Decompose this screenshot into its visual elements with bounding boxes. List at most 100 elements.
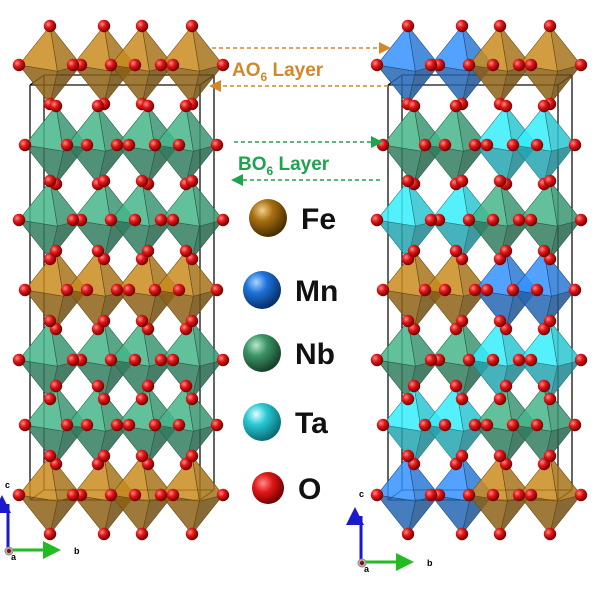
oxygen-atom bbox=[493, 19, 507, 33]
oxygen-atom bbox=[172, 418, 186, 432]
oxygen-atom bbox=[60, 283, 74, 297]
oxygen-atom bbox=[166, 213, 180, 227]
oxygen-atom bbox=[154, 353, 168, 367]
oxygen-atom bbox=[154, 213, 168, 227]
oxygen-atom bbox=[401, 392, 415, 406]
legend-label-mn: Mn bbox=[295, 275, 338, 308]
oxygen-atom bbox=[135, 449, 149, 463]
ao6-layer-label: AO6 Layer bbox=[232, 60, 324, 84]
oxygen-atom bbox=[524, 213, 538, 227]
oxygen-atom bbox=[49, 244, 63, 258]
oxygen-atom bbox=[462, 353, 476, 367]
oxygen-atom bbox=[493, 314, 507, 328]
octahedron bbox=[160, 179, 224, 260]
oxygen-atom bbox=[493, 174, 507, 188]
oxygen-atom bbox=[455, 174, 469, 188]
octahedron bbox=[66, 249, 130, 330]
octahedron bbox=[154, 104, 218, 185]
oxygen-atom bbox=[66, 353, 80, 367]
oxygen-atom bbox=[135, 527, 149, 541]
oxygen-atom bbox=[179, 379, 193, 393]
oxygen-atom bbox=[462, 213, 476, 227]
bo6-layer-label: BO6 Layer bbox=[238, 154, 330, 178]
oxygen-atom bbox=[537, 244, 551, 258]
oxygen-atom bbox=[185, 392, 199, 406]
oxygen-atom bbox=[110, 283, 124, 297]
oxygen-atom bbox=[424, 353, 438, 367]
oxygen-atom bbox=[43, 392, 57, 406]
octahedron bbox=[66, 104, 130, 185]
octahedron bbox=[18, 24, 82, 105]
ao6-layer-annotation: AO6 Layer bbox=[209, 42, 391, 92]
oxygen-atom bbox=[12, 213, 26, 227]
octahedron bbox=[110, 454, 174, 535]
legend-item-nb: Nb bbox=[243, 334, 335, 372]
legend-label-o: O bbox=[298, 473, 321, 506]
oxygen-atom bbox=[97, 174, 111, 188]
octahedron-face bbox=[191, 359, 224, 400]
oxygen-atom bbox=[210, 138, 224, 152]
oxygen-atom bbox=[128, 353, 142, 367]
oxygen-atom bbox=[438, 283, 452, 297]
oxygen-atom bbox=[438, 138, 452, 152]
oxygen-atom bbox=[568, 138, 582, 152]
oxygen-atom bbox=[455, 314, 469, 328]
oxygen-atom bbox=[154, 58, 168, 72]
octahedron bbox=[512, 384, 576, 465]
oxygen-atom bbox=[210, 418, 224, 432]
oxygen-atom bbox=[407, 99, 421, 113]
octahedron-face bbox=[549, 64, 582, 105]
oxygen-atom bbox=[424, 58, 438, 72]
oxygen-atom bbox=[468, 283, 482, 297]
oxygen-atom bbox=[135, 19, 149, 33]
fe-atom-swatch bbox=[249, 199, 287, 237]
oxygen-atom bbox=[493, 392, 507, 406]
oxygen-atom bbox=[128, 213, 142, 227]
oxygen-atom bbox=[449, 244, 463, 258]
octahedron bbox=[468, 24, 532, 105]
oxygen-atom bbox=[524, 58, 538, 72]
oxygen-atom bbox=[216, 213, 230, 227]
legend-item-ta: Ta bbox=[243, 403, 328, 441]
oxygen-atom bbox=[141, 379, 155, 393]
oxygen-atom bbox=[455, 449, 469, 463]
octahedron bbox=[468, 454, 532, 535]
oxygen-atom bbox=[530, 283, 544, 297]
octahedron-face bbox=[549, 219, 582, 260]
oxygen-atom bbox=[128, 488, 142, 502]
oxygen-atom bbox=[401, 314, 415, 328]
oxygen-atom bbox=[97, 527, 111, 541]
ta-atom-swatch bbox=[243, 403, 281, 441]
octahedron-face bbox=[543, 144, 576, 185]
oxygen-atom bbox=[486, 353, 500, 367]
oxygen-atom bbox=[179, 99, 193, 113]
oxygen-atom bbox=[18, 418, 32, 432]
oxygen-atom bbox=[104, 58, 118, 72]
oxygen-atom bbox=[43, 19, 57, 33]
oxygen-atom bbox=[141, 244, 155, 258]
legend-item-fe: Fe bbox=[249, 199, 336, 237]
oxygen-atom bbox=[60, 138, 74, 152]
oxygen-atom bbox=[80, 138, 94, 152]
oxygen-atom bbox=[12, 353, 26, 367]
octahedron-face bbox=[549, 359, 582, 400]
right-crystal-structure bbox=[370, 19, 588, 541]
oxygen-atom bbox=[80, 283, 94, 297]
oxygen-atom bbox=[486, 58, 500, 72]
octahedron bbox=[154, 249, 218, 330]
octahedron bbox=[376, 454, 440, 535]
oxygen-atom bbox=[480, 138, 494, 152]
oxygen-atom bbox=[135, 174, 149, 188]
oxygen-atom bbox=[210, 283, 224, 297]
bo6-layer-annotation: BO6 Layer bbox=[231, 136, 383, 186]
oxygen-atom bbox=[97, 392, 111, 406]
oxygen-atom bbox=[185, 19, 199, 33]
oxygen-atom bbox=[122, 283, 136, 297]
left-crystal-structure bbox=[12, 19, 230, 541]
o-atom-swatch bbox=[252, 472, 284, 504]
oxygen-atom bbox=[179, 244, 193, 258]
oxygen-atom bbox=[97, 19, 111, 33]
oxygen-atom bbox=[407, 244, 421, 258]
mn-atom-swatch bbox=[243, 271, 281, 309]
